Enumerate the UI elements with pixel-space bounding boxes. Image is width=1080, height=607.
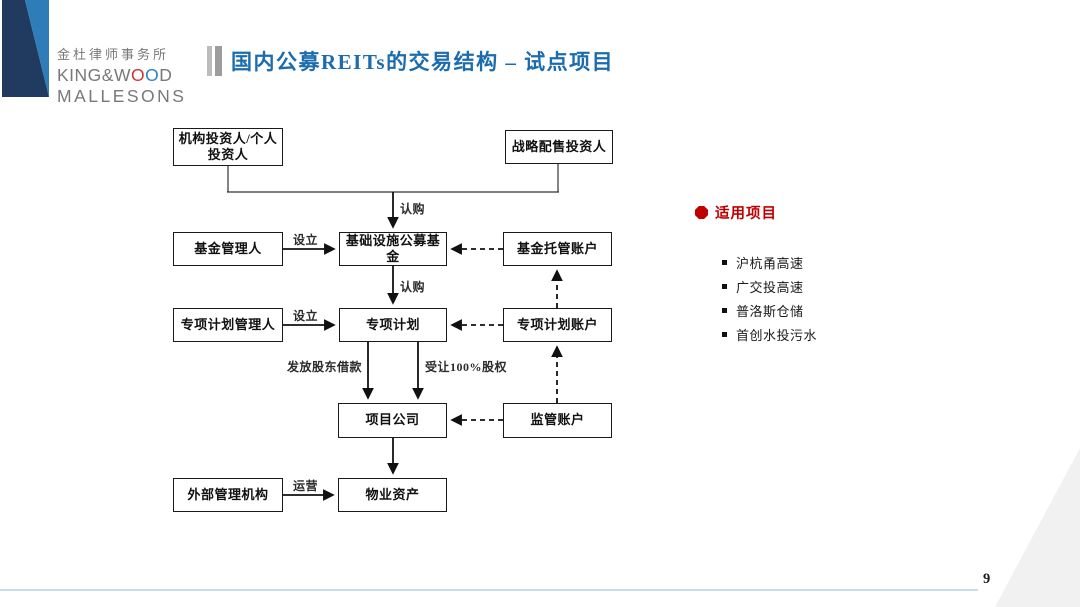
applicable-projects-list: 沪杭甬高速 广交投高速 普洛斯仓储 首创水投污水 [722, 253, 817, 344]
edge-label-establish-abs: 设立 [293, 309, 319, 323]
node-supervision-account: 监管账户 [503, 403, 612, 438]
title-accent-bar-1 [207, 46, 212, 76]
applicable-projects-heading: 适用项目 [695, 202, 817, 223]
title-block: 国内公募REITs的交易结构 – 试点项目 [207, 46, 614, 76]
node-public-fund: 基础设施公募基金 [339, 232, 447, 266]
page-title: 国内公募REITs的交易结构 – 试点项目 [231, 50, 615, 74]
red-octagon-icon [695, 206, 708, 219]
applicable-projects-panel: 适用项目 沪杭甬高速 广交投高速 普洛斯仓储 首创水投污水 [695, 202, 817, 349]
kwm-logo-text: 金杜律师事务所 KING&WOOD MALLESONS [57, 44, 207, 107]
logo-chinese-name: 金杜律师事务所 [57, 47, 170, 62]
list-item: 广交投高速 [722, 277, 817, 296]
edge-label-shareholder-loan: 发放股东借款 [287, 360, 363, 374]
node-fund-manager: 基金管理人 [173, 232, 283, 266]
node-project-company: 项目公司 [338, 403, 447, 438]
title-accent-bar-2 [215, 46, 222, 76]
logo-english-name-line2: MALLESONS [57, 86, 187, 106]
list-item: 沪杭甬高速 [722, 253, 817, 272]
square-bullet-icon [722, 260, 727, 265]
node-abs-plan: 专项计划 [339, 308, 447, 342]
square-bullet-icon [722, 284, 727, 289]
list-item: 首创水投污水 [722, 325, 817, 344]
page-number: 9 [983, 571, 991, 587]
edge-label-operate: 运营 [293, 479, 319, 493]
node-investors: 机构投资人/个人投资人 [173, 128, 283, 166]
node-fund-custody-account: 基金托管账户 [503, 232, 612, 266]
logo-red-o: O [130, 65, 146, 85]
list-item: 普洛斯仓储 [722, 301, 817, 320]
footer-divider [0, 589, 978, 591]
node-external-manager: 外部管理机构 [173, 478, 283, 512]
applicable-projects-title: 适用项目 [715, 206, 777, 222]
edge-label-equity-transfer: 受让100%股权 [425, 360, 508, 374]
node-abs-plan-account: 专项计划账户 [503, 308, 612, 342]
square-bullet-icon [722, 308, 727, 313]
edge-label-subscribe-top: 认购 [400, 202, 426, 216]
edge-label-establish-fund: 设立 [293, 233, 319, 247]
kwm-logo-icon [2, 0, 49, 97]
node-abs-plan-manager: 专项计划管理人 [173, 308, 283, 342]
logo-english-name-line1: KING&WOOD [57, 65, 173, 85]
node-strategic-investors: 战略配售投资人 [505, 130, 613, 164]
logo-blue-o: O [145, 65, 160, 85]
edge-label-subscribe-mid: 认购 [400, 280, 426, 294]
square-bullet-icon [722, 332, 727, 337]
node-property-assets: 物业资产 [338, 478, 447, 512]
